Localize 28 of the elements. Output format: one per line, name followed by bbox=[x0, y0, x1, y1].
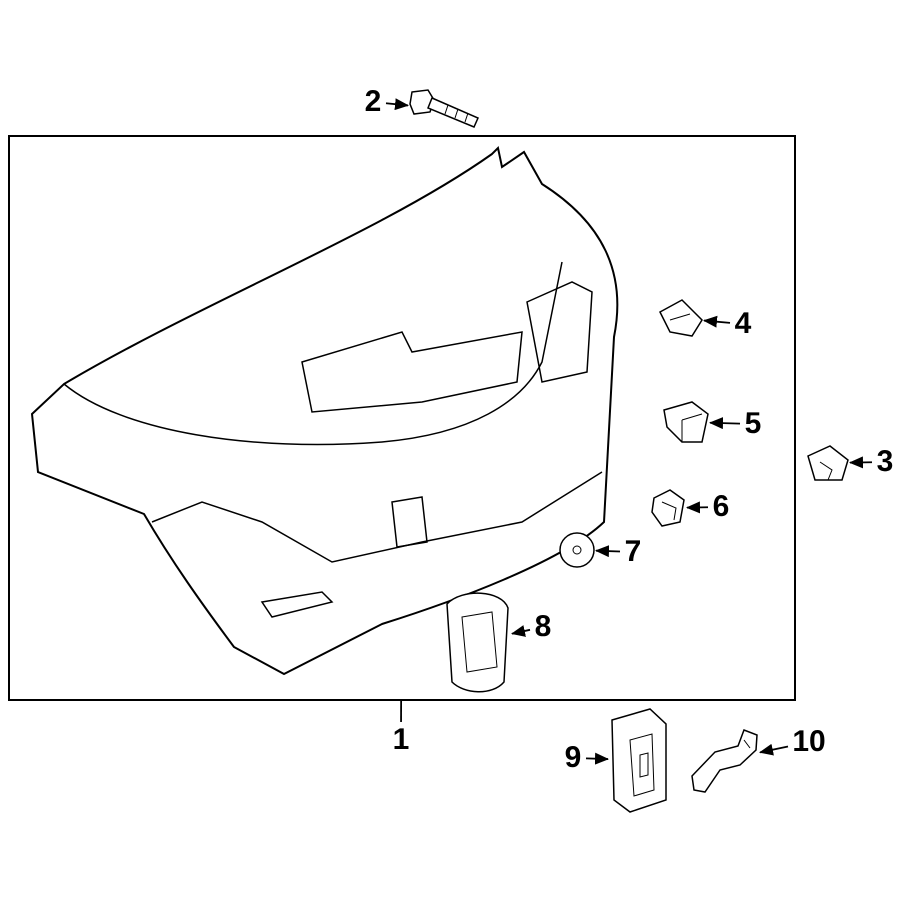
cover-drawing bbox=[608, 705, 670, 815]
callout-number: 7 bbox=[620, 534, 646, 570]
arrow bbox=[386, 98, 409, 110]
callout-number: 5 bbox=[740, 406, 766, 442]
arrow bbox=[511, 625, 530, 637]
bolt-drawing bbox=[408, 88, 480, 130]
callout-number: 3 bbox=[872, 444, 898, 480]
group-frame bbox=[8, 135, 796, 701]
callout-number: 2 bbox=[360, 84, 386, 120]
callout-number: 6 bbox=[708, 489, 734, 525]
clip-drawing bbox=[657, 297, 704, 340]
leader-line bbox=[400, 701, 402, 722]
washer-drawing bbox=[558, 531, 596, 569]
callout-number: 4 bbox=[730, 306, 756, 342]
arrow bbox=[703, 316, 730, 328]
callout-number: 8 bbox=[530, 609, 556, 645]
arrow bbox=[849, 456, 872, 468]
arrow bbox=[759, 744, 788, 756]
arrow bbox=[586, 752, 609, 765]
clip-drawing bbox=[804, 442, 850, 484]
grommet-drawing bbox=[649, 487, 687, 529]
arrow bbox=[709, 417, 740, 430]
callout-number: 9 bbox=[560, 740, 586, 776]
callout-number: 10 bbox=[788, 724, 830, 760]
arrow bbox=[595, 545, 620, 558]
arrow bbox=[686, 501, 708, 514]
clip-drawing bbox=[660, 398, 710, 446]
callout-number: 1 bbox=[386, 722, 416, 758]
